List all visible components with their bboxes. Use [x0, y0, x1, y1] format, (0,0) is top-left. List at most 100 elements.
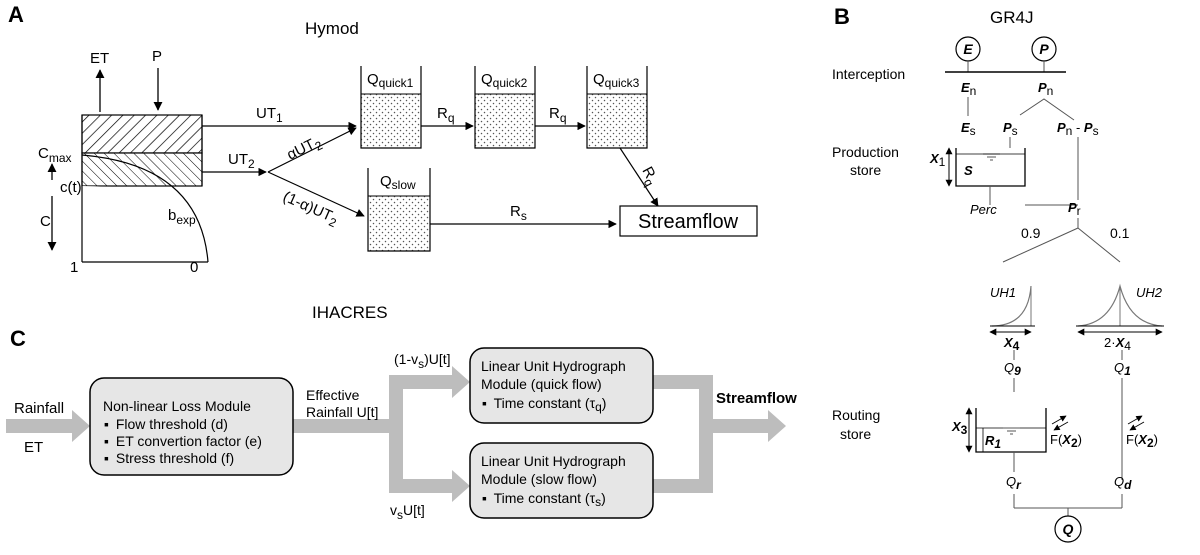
loss-module-title: Non-linear Loss Module — [103, 398, 251, 414]
slow-flow-arrow — [389, 470, 470, 502]
bexp-label: bexp — [168, 207, 196, 227]
panel-b-gr4j: B GR4J Interception Production store Rou… — [832, 4, 1164, 543]
quick-flow-arrow — [389, 366, 470, 398]
rainfall-label: Rainfall — [14, 400, 64, 417]
exchange-arrow-right-down — [1129, 421, 1145, 431]
qquick1-reservoir: Qquick1 — [360, 66, 422, 149]
ihacres-title: IHACRES — [312, 303, 388, 322]
quick-module-title1: Linear Unit Hydrograph — [481, 358, 626, 374]
exchange-arrow-left-up — [1051, 415, 1067, 425]
ut2-label: UT2 — [228, 151, 255, 171]
exchange-arrow-left-down — [1053, 421, 1069, 431]
axis-one-label: 1 — [70, 259, 78, 276]
q9-label: Q9 — [1004, 360, 1021, 378]
routing-store — [975, 408, 1047, 453]
routing-label-line1: Routing — [832, 407, 880, 423]
c-label: C — [40, 213, 51, 230]
et-label: ET — [90, 50, 109, 67]
hymod-streamflow-box — [619, 205, 758, 237]
panel-c-ihacres: C IHACRES Rainfall ET Non-linear Loss Mo… — [6, 303, 797, 522]
ut1-label: UT1 — [256, 105, 283, 125]
p-node-label: P — [1039, 41, 1049, 57]
slow-time-constant: ▪ Time constant (τs) — [482, 490, 606, 509]
en-label: En — [961, 80, 976, 98]
rq3-label: Rq — [636, 164, 662, 189]
effective-rainfall-line2: Rainfall U[t] — [306, 404, 378, 420]
slow-module-title1: Linear Unit Hydrograph — [481, 453, 626, 469]
quick-time-constant: ▪ Time constant (τq) — [482, 395, 606, 414]
qd-label: Qd — [1114, 474, 1132, 492]
two-x4-label: 2·X4 — [1104, 335, 1131, 353]
production-label-line1: Production — [832, 144, 899, 160]
quick-fraction-label: (1-vs)U[t] — [394, 351, 451, 371]
hymod-streamflow-label: Streamflow — [638, 211, 739, 233]
qquick2-label: Qquick2 — [481, 71, 528, 90]
s-store-label: S — [964, 163, 973, 178]
x4-label: X4 — [1003, 335, 1020, 353]
slow-flow-module — [469, 442, 654, 519]
slow-fraction-label: vsU[t] — [390, 502, 425, 522]
routing-label-line2: store — [840, 426, 871, 442]
perc-label: Perc — [970, 202, 997, 217]
ihacres-et-label: ET — [24, 439, 43, 456]
interception-label: Interception — [832, 66, 905, 82]
effective-rainfall-line1: Effective — [306, 387, 360, 403]
pn-label: Pn — [1038, 80, 1053, 98]
streamflow-output-arrow — [713, 410, 786, 442]
quick-module-title2: Module (quick flow) — [481, 376, 602, 392]
panel-c-letter: C — [10, 326, 26, 351]
q1-label: Q1 — [1114, 360, 1131, 378]
hymod-title: Hymod — [305, 19, 359, 38]
production-label-line2: store — [850, 162, 881, 178]
loss-item-stress-threshold: ▪ Stress threshold (f) — [104, 450, 234, 466]
alpha-ut2-arrow — [267, 127, 357, 173]
soil-moisture-store — [81, 114, 209, 263]
qquick2-reservoir: Qquick2 — [474, 66, 536, 149]
alpha-ut2-label: αUT2 — [284, 133, 325, 167]
upper-hatched-layer — [81, 114, 203, 154]
x1-label: X1 — [929, 151, 946, 169]
gr4j-title: GR4J — [990, 8, 1033, 27]
qr-label: Qr — [1006, 474, 1022, 492]
rq2-label: Rq — [549, 105, 567, 125]
fx2-right-label: F(X2) — [1126, 432, 1158, 450]
panel-b-letter: B — [834, 4, 850, 29]
one-minus-alpha-ut2-arrow — [267, 171, 365, 217]
rs-label: Rs — [510, 203, 527, 223]
ct-label: c(t) — [60, 179, 82, 196]
e-node-label: E — [963, 41, 973, 57]
axis-zero-label: 0 — [190, 259, 198, 276]
total-streamflow-node — [1054, 515, 1082, 543]
fx2-left-label: F(X2) — [1050, 432, 1082, 450]
p-label: P — [152, 48, 162, 65]
x3-label: X3 — [951, 419, 968, 437]
r1-label: R1 — [985, 433, 1001, 451]
cmax-label: Cmax — [38, 145, 72, 165]
loss-item-et-factor: ▪ ET convertion factor (e) — [104, 433, 262, 449]
qquick3-label: Qquick3 — [593, 71, 640, 90]
lower-hatched-layer — [81, 152, 203, 187]
exchange-arrow-right-up — [1127, 415, 1143, 425]
bexp-distribution-curve — [81, 154, 209, 263]
qquick3-reservoir: Qquick3 — [586, 66, 648, 149]
qquick1-label: Qquick1 — [367, 71, 414, 90]
ihacres-streamflow-label: Streamflow — [716, 390, 797, 407]
split-left-value: 0.9 — [1021, 225, 1041, 241]
loss-item-flow-threshold: ▪ Flow threshold (d) — [104, 416, 228, 432]
qslow-label: Qslow — [380, 173, 416, 192]
rainfall-input-arrow — [6, 410, 90, 442]
ps-label: Ps — [1003, 120, 1018, 138]
q-node-label: Q — [1063, 521, 1074, 537]
es-label: Es — [961, 120, 976, 138]
pr-label: Pr — [1068, 200, 1081, 218]
split-right-value: 0.1 — [1110, 225, 1130, 241]
uh1-label: UH1 — [990, 285, 1016, 300]
panel-a-letter: A — [8, 2, 24, 27]
pn-minus-ps-label: Pn - Ps — [1057, 120, 1099, 138]
uh2-label: UH2 — [1136, 285, 1163, 300]
rq3-arrow — [619, 147, 659, 207]
one-minus-alpha-ut2-label: (1-α)UT2 — [279, 188, 341, 230]
qslow-reservoir: Qslow — [367, 168, 431, 252]
nonlinear-loss-module — [89, 377, 294, 476]
